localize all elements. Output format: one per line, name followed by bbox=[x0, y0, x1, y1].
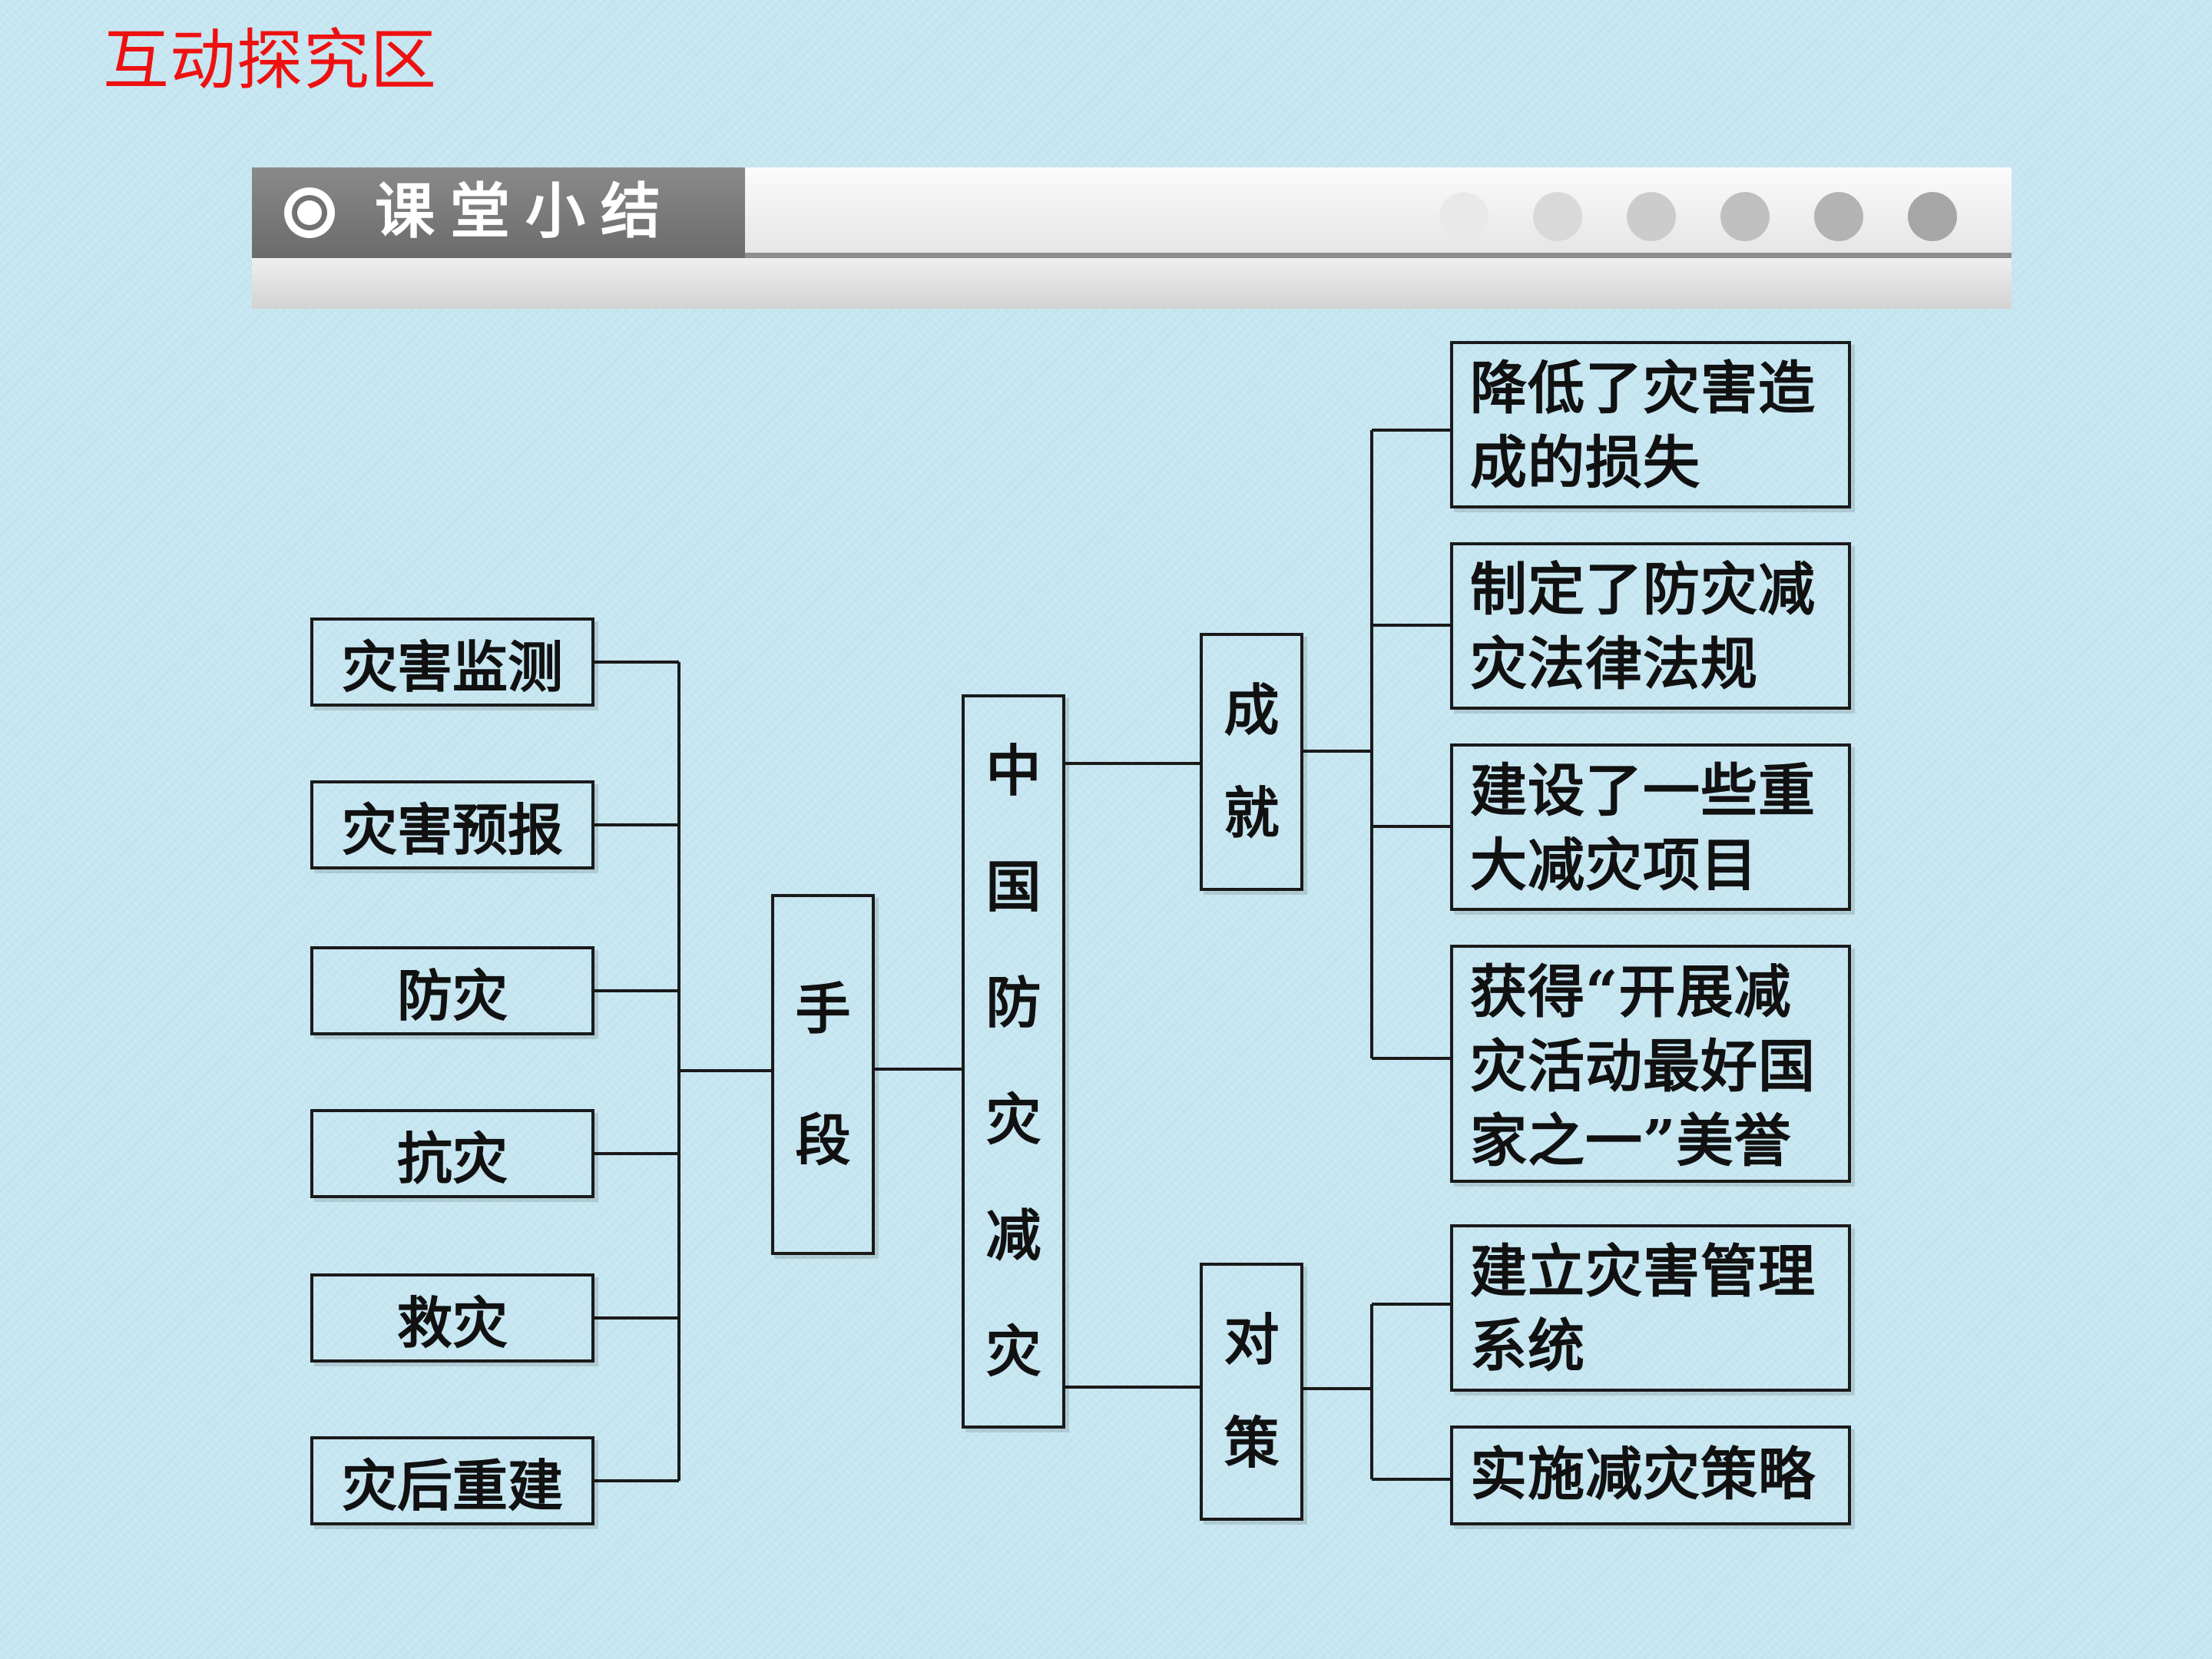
banner-dot bbox=[1439, 192, 1488, 241]
countermeasures-label: 对 策 bbox=[1200, 1263, 1303, 1521]
root-char: 灾 bbox=[985, 1319, 1041, 1385]
banner-dot bbox=[1720, 192, 1770, 241]
label-char: 就 bbox=[1224, 780, 1280, 846]
achievements-label: 成 就 bbox=[1200, 633, 1303, 891]
root-char: 减 bbox=[985, 1202, 1041, 1268]
banner-dot bbox=[1814, 192, 1863, 241]
means-label: 手 段 bbox=[771, 894, 875, 1255]
means-item: 灾后重建 bbox=[310, 1436, 594, 1525]
text-line: 大减灾项目 bbox=[1470, 833, 1758, 899]
label-char: 对 bbox=[1224, 1307, 1280, 1373]
text-line: 灾活动最好国 bbox=[1470, 1034, 1816, 1100]
banner-dot bbox=[1627, 192, 1676, 241]
text-line: 建设了一些重 bbox=[1470, 758, 1816, 824]
banner-dot bbox=[1533, 192, 1582, 241]
means-item: 救灾 bbox=[310, 1273, 594, 1363]
means-item: 灾害预报 bbox=[310, 780, 594, 869]
label-char: 手 bbox=[795, 975, 851, 1041]
section-title: 互动探究区 bbox=[103, 22, 437, 99]
countermeasure-item: 建立灾害管理 系统 bbox=[1450, 1224, 1851, 1392]
banner-shadow bbox=[252, 258, 2012, 309]
means-item: 抗灾 bbox=[310, 1109, 594, 1198]
target-icon bbox=[284, 187, 335, 238]
root-char: 灾 bbox=[985, 1086, 1041, 1152]
text-line: 灾法律法规 bbox=[1470, 631, 1758, 697]
text-line: 实施减灾策略 bbox=[1470, 1442, 1816, 1508]
root-node: 中 国 防 灾 减 灾 bbox=[962, 694, 1065, 1429]
banner-title: 课堂小结 bbox=[375, 177, 677, 247]
achievement-item: 获得“开展减 灾活动最好国 家之一”美誉 bbox=[1450, 945, 1851, 1183]
achievement-item: 制定了防灾减 灾法律法规 bbox=[1450, 542, 1851, 710]
means-item: 灾害监测 bbox=[310, 618, 594, 707]
summary-banner: 课堂小结 bbox=[252, 167, 2012, 309]
root-char: 国 bbox=[985, 853, 1041, 919]
text-line: 降低了灾害造 bbox=[1470, 356, 1816, 422]
text-line: 成的损失 bbox=[1470, 430, 1700, 496]
label-char: 段 bbox=[795, 1107, 851, 1173]
root-char: 中 bbox=[985, 737, 1041, 803]
text-line: 制定了防灾减 bbox=[1470, 557, 1816, 623]
text-line: 建立灾害管理 bbox=[1470, 1239, 1816, 1305]
root-char: 防 bbox=[985, 970, 1041, 1036]
banner-dot bbox=[1908, 192, 1957, 241]
achievement-item: 建设了一些重 大减灾项目 bbox=[1450, 743, 1851, 911]
text-line: 获得“开展减 bbox=[1470, 959, 1792, 1025]
text-line: 系统 bbox=[1470, 1313, 1585, 1379]
means-item: 防灾 bbox=[310, 946, 594, 1035]
text-line: 家之一”美誉 bbox=[1470, 1108, 1792, 1174]
banner-tab: 课堂小结 bbox=[252, 167, 745, 258]
label-char: 策 bbox=[1224, 1410, 1280, 1475]
countermeasure-item: 实施减灾策略 bbox=[1450, 1426, 1851, 1525]
label-char: 成 bbox=[1224, 677, 1280, 743]
achievement-item: 降低了灾害造 成的损失 bbox=[1450, 341, 1851, 508]
